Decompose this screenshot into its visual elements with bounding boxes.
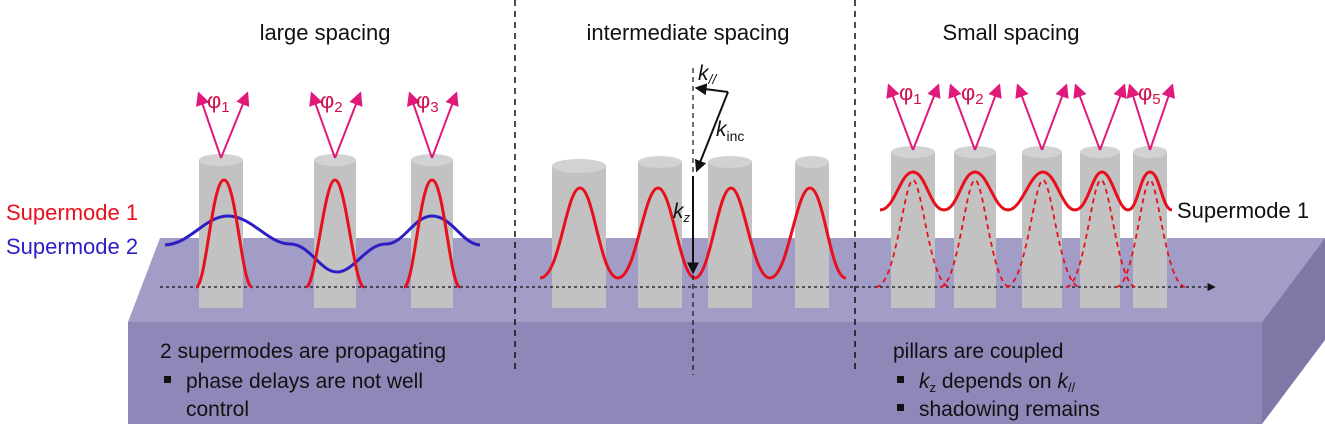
label-k-parallel: k// — [698, 62, 718, 87]
phase-arrows-right — [886, 83, 1175, 151]
phase-label-right-5: φ5 — [1138, 80, 1161, 108]
supermode-1-right — [879, 170, 1173, 212]
title-large-spacing: large spacing — [260, 20, 391, 45]
supermode-1-left-peak-1 — [194, 178, 254, 289]
note-left-heading: 2 supermodes are propagating — [160, 340, 446, 363]
title-small-spacing: Small spacing — [943, 20, 1080, 45]
single-pillar-modes-dashed — [875, 179, 1187, 288]
phase-label-right-2: φ2 — [961, 80, 984, 108]
note-left-bullet-1-cont: control — [186, 398, 249, 421]
phase-label-left-3: φ3 — [416, 88, 439, 116]
phase-arrows-left — [196, 91, 459, 159]
note-right-heading: pillars are coupled — [893, 340, 1063, 363]
label-supermode-1-left: Supermode 1 — [6, 200, 138, 225]
phase-label-left-1: φ1 — [207, 88, 230, 116]
slab-front — [128, 322, 1262, 424]
label-k-inc: kinc — [716, 118, 744, 144]
title-intermediate-spacing: intermediate spacing — [586, 20, 789, 45]
label-supermode-2-left: Supermode 2 — [6, 234, 138, 259]
phase-label-right-1: φ1 — [899, 80, 922, 108]
supermode-2-curve — [164, 214, 481, 274]
pillars-right — [891, 146, 1167, 308]
note-right-bullet-1: kz depends on k// — [919, 370, 1076, 395]
supermode-1-left-peak-3 — [402, 178, 462, 289]
label-k-z: kz — [673, 200, 691, 225]
bullet-icon — [897, 404, 904, 411]
note-left-bullet-1: phase delays are not well — [186, 370, 423, 393]
label-supermode-1-right: Supermode 1 — [1177, 198, 1309, 223]
phase-label-left-2: φ2 — [320, 88, 343, 116]
supermode-1-left-peak-2 — [304, 178, 366, 289]
wavevector-diagram — [687, 68, 729, 375]
bullet-icon — [897, 376, 904, 383]
note-right-bullet-2: shadowing remains — [919, 398, 1100, 421]
mode-middle — [539, 186, 847, 280]
slab-side — [1262, 238, 1325, 424]
bullet-icon — [164, 376, 171, 383]
